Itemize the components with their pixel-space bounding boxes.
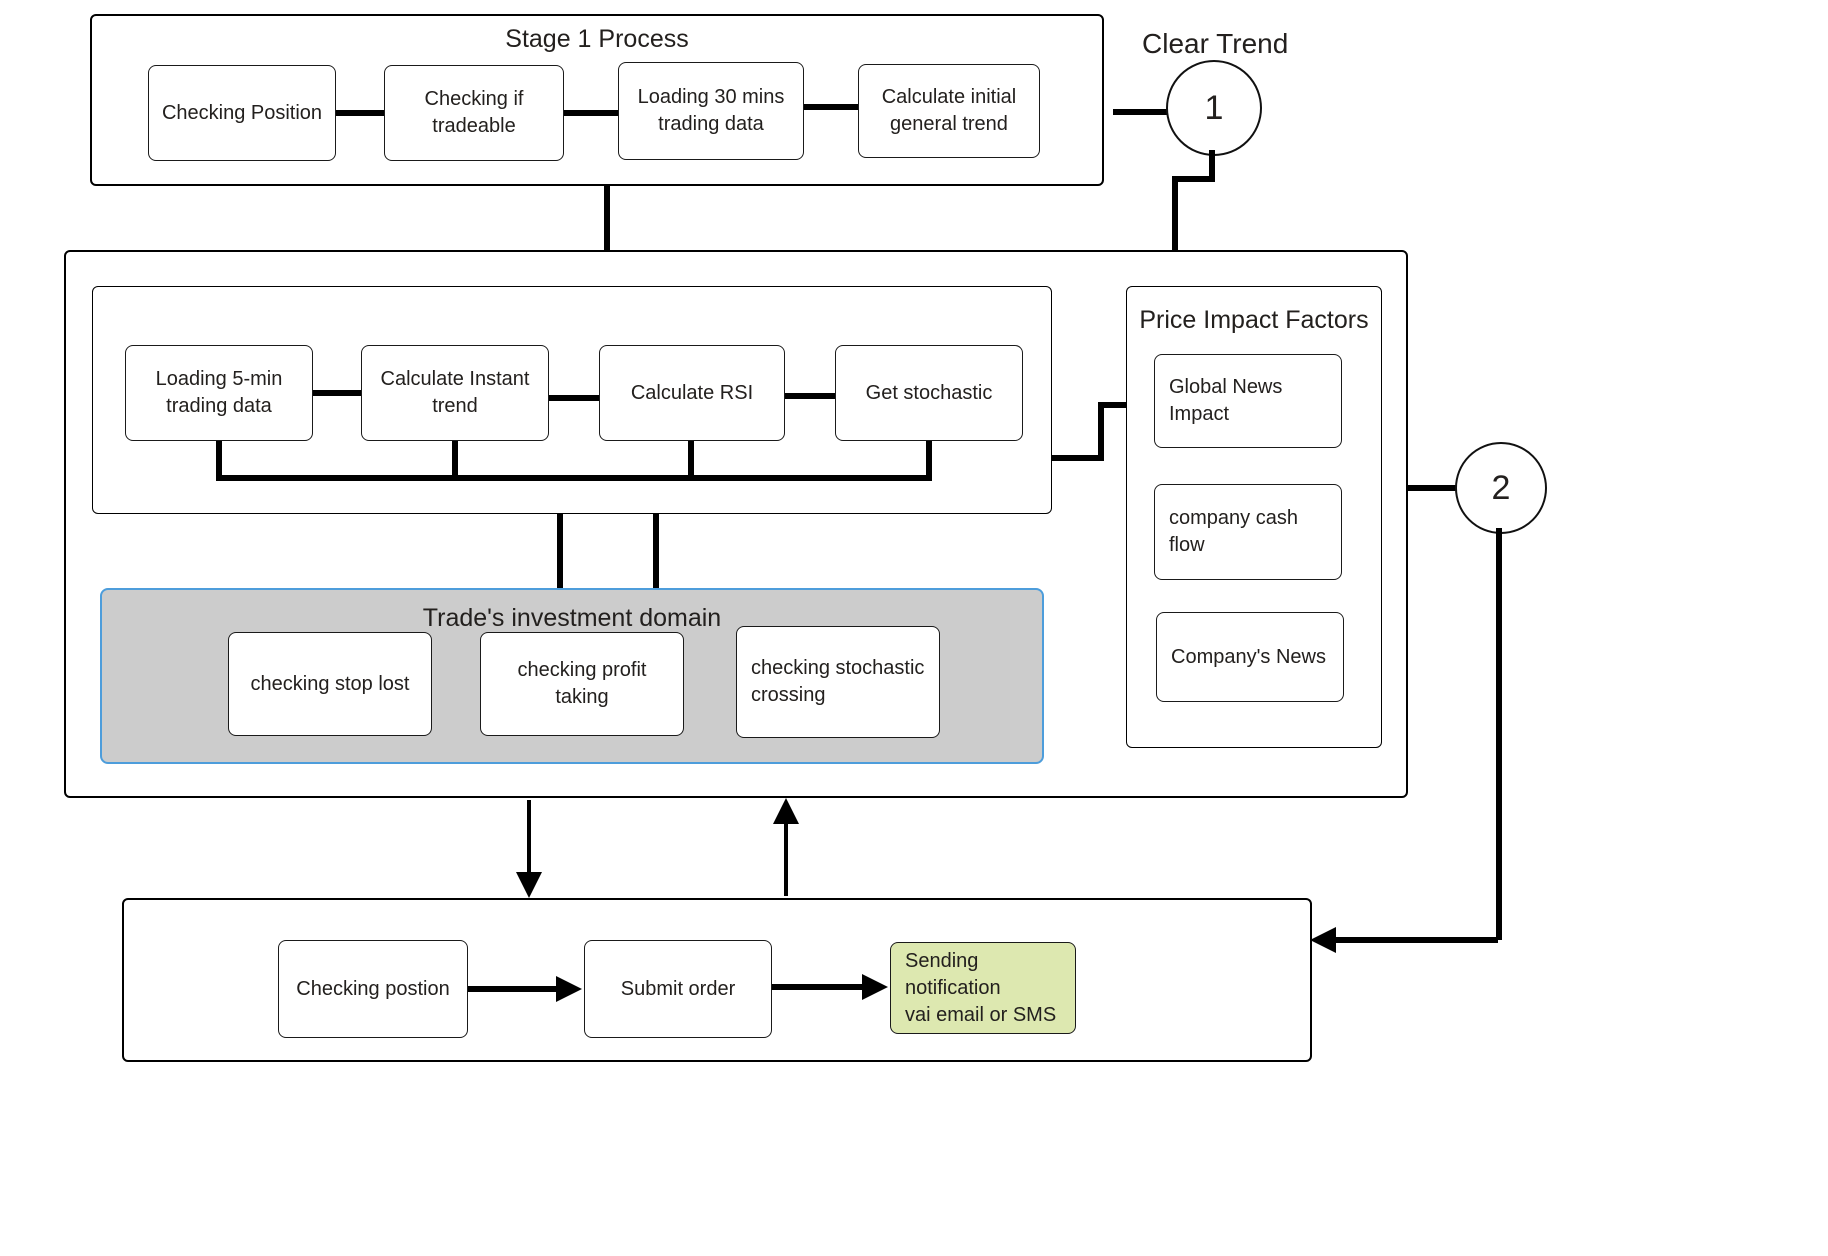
- stage2-to-stage3-down-arrowhead: [516, 872, 542, 898]
- domain-check-profit-taking[interactable]: checking profit taking: [480, 632, 684, 736]
- stage3-step-submit-order[interactable]: Submit order: [584, 940, 772, 1038]
- connector-circle-1[interactable]: 1: [1166, 60, 1262, 156]
- stage3-arrow-2-shaft: [772, 984, 864, 990]
- connector1-into-stage2-line: [1172, 176, 1178, 252]
- connector2-to-stage3-line: [1330, 937, 1498, 943]
- indicators-to-factors-seg3: [1098, 402, 1132, 408]
- stage3-arrow-1-shaft: [468, 986, 558, 992]
- connector2-down-line: [1496, 528, 1502, 940]
- indicator-bus-drop-4: [926, 441, 932, 475]
- stage2-to-stage3-down-shaft: [527, 800, 531, 876]
- connector-circle-2[interactable]: 2: [1455, 442, 1547, 534]
- indicator-bus-drop-1: [216, 441, 222, 475]
- stage3-arrow-2-head: [862, 974, 888, 1000]
- stage1-connector-2-3: [564, 110, 618, 116]
- stage3-step-submit-order-label: Submit order: [620, 977, 736, 1000]
- indicator-connector-3-4: [785, 393, 835, 399]
- stage1-title: Stage 1 Process: [505, 25, 689, 53]
- indicator-stochastic[interactable]: Get stochastic: [835, 345, 1023, 441]
- indicators-to-domain-drop-2: [653, 514, 659, 588]
- indicator-rsi[interactable]: Calculate RSI: [599, 345, 785, 441]
- indicator-connector-1-2: [313, 390, 361, 396]
- connector-circle-1-label: 1: [1204, 88, 1224, 127]
- connector1-down-line: [1209, 150, 1215, 182]
- indicator-rsi-label: Calculate RSI: [630, 381, 754, 404]
- indicator-stochastic-label: Get stochastic: [865, 381, 993, 404]
- domain-check-stop-lost-label: checking stop lost: [250, 672, 410, 695]
- connector2-arrowhead: [1310, 927, 1336, 953]
- clear-trend-caption: Clear Trend: [1142, 28, 1289, 59]
- price-factor-company-news-label: Company's News: [1171, 645, 1326, 668]
- stage1-step-1-label: Checking Position: [161, 101, 323, 124]
- domain-check-profit-taking-label: checking profit taking: [517, 659, 647, 708]
- indicator-bus-drop-3: [688, 441, 694, 475]
- price-impact-factors-title: Price Impact Factors: [1139, 306, 1369, 334]
- price-factor-company-news[interactable]: Company's News: [1156, 612, 1344, 702]
- stage1-connector-3-4: [804, 104, 858, 110]
- domain-check-stop-lost[interactable]: checking stop lost: [228, 632, 432, 736]
- price-factor-global-news-label: Global News Impact: [1169, 376, 1283, 425]
- stage3-step-checking-position-label: Checking postion: [296, 977, 450, 1000]
- stage1-to-stage2-line: [604, 186, 610, 252]
- price-factor-cash-flow[interactable]: company cash flow: [1154, 484, 1342, 580]
- connector1-left-line: [1172, 176, 1215, 182]
- stage3-to-stage2-up-shaft: [784, 820, 788, 896]
- indicator-connector-2-3: [549, 395, 599, 401]
- price-factor-global-news[interactable]: Global News Impact: [1154, 354, 1342, 448]
- stage1-step-1[interactable]: Checking Position: [148, 65, 336, 161]
- connector-circle-2-label: 2: [1491, 468, 1511, 507]
- indicators-to-domain-drop-1: [557, 514, 563, 588]
- stage3-arrow-1-head: [556, 976, 582, 1002]
- stage3-to-stage2-up-arrowhead: [773, 798, 799, 824]
- stage1-to-connector1-line: [1113, 109, 1168, 115]
- stage1-connector-1-2: [336, 110, 384, 116]
- indicator-bus-drop-2: [452, 441, 458, 475]
- indicators-to-factors-seg2: [1098, 402, 1104, 461]
- indicators-to-factors-seg1: [1052, 455, 1104, 461]
- indicator-bus-rail: [216, 475, 932, 481]
- price-factor-cash-flow-label: company cash flow: [1169, 507, 1298, 556]
- trade-investment-domain-title: Trade's investment domain: [422, 604, 722, 632]
- stage3-step-checking-position[interactable]: Checking postion: [278, 940, 468, 1038]
- stage2-to-connector2-line: [1408, 485, 1460, 491]
